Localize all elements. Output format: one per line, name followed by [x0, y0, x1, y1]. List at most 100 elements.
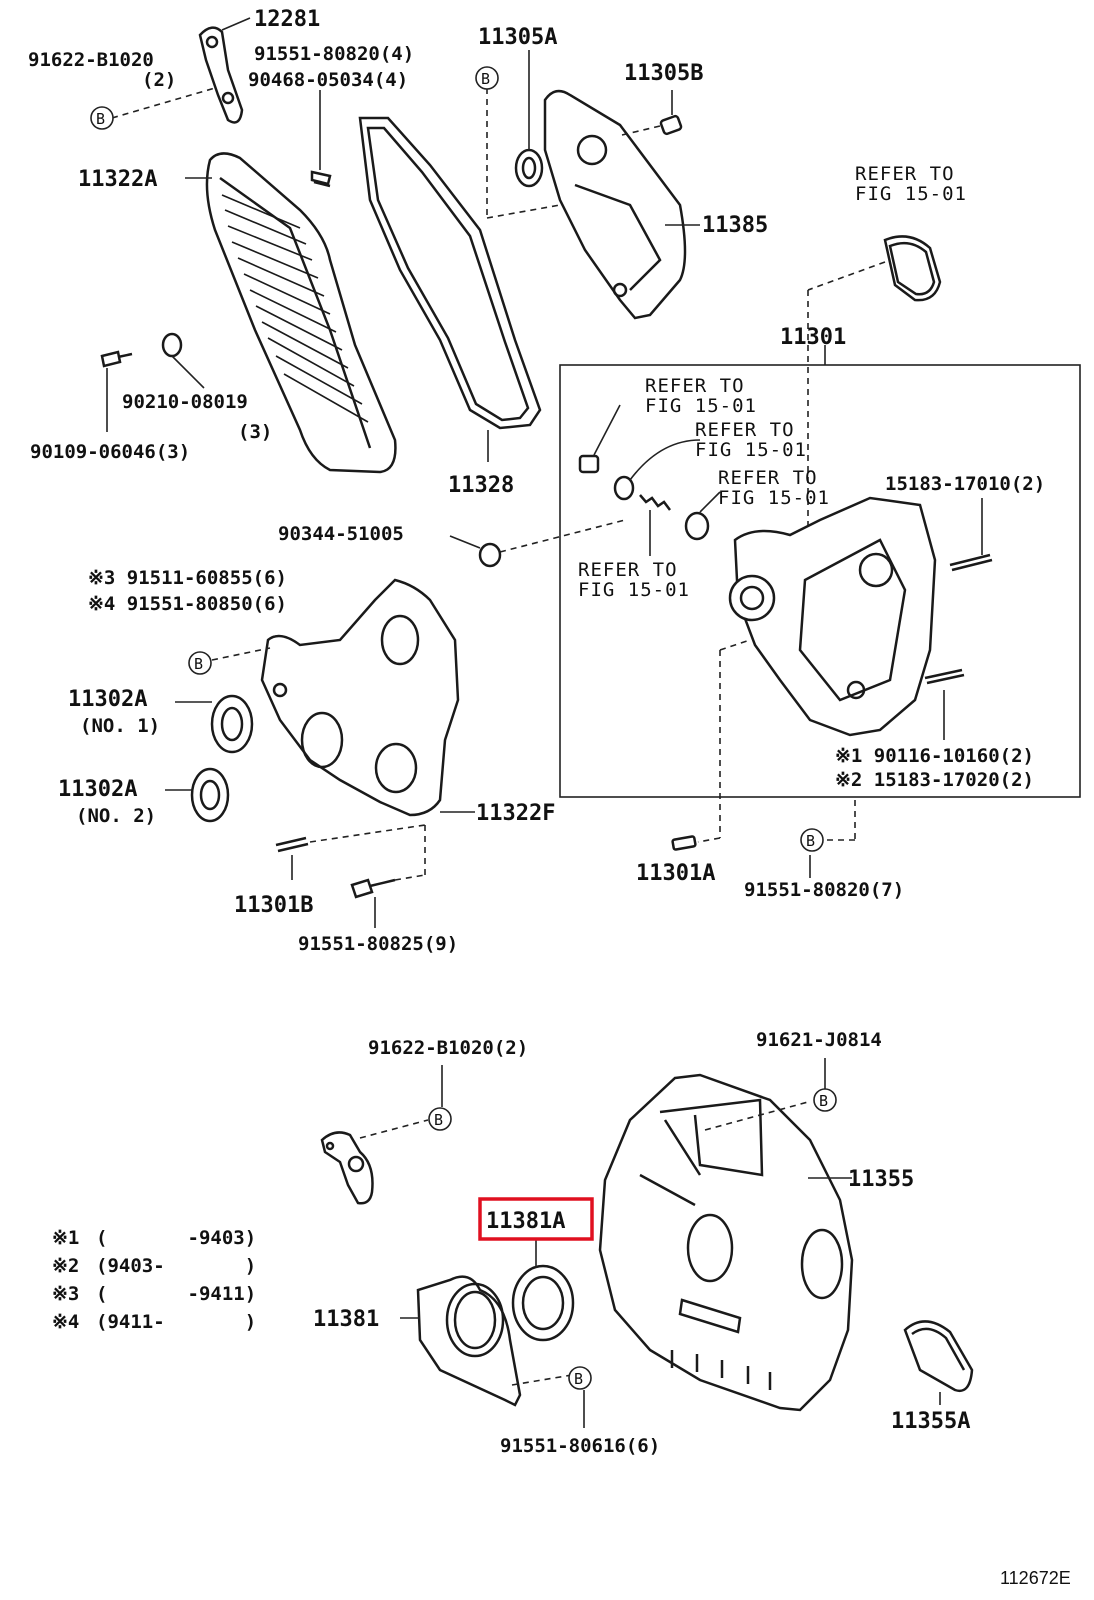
bolt-91551-80825-drawing [350, 878, 396, 899]
spring-90468-drawing [310, 170, 332, 188]
label-11322A: 11322A [78, 167, 157, 192]
label-91551-80820-top: 91551-80820(4) [254, 43, 414, 65]
label-11302A-no2-sub: (NO. 2) [76, 805, 156, 827]
bracket-91622-bottom-drawing [320, 1131, 374, 1205]
stud-90116-drawing [924, 668, 965, 685]
cap-11355A-drawing [903, 1320, 974, 1393]
timing-cover-11322A-drawing [205, 152, 397, 474]
oil-seal-11381A-drawing [511, 1264, 575, 1342]
footnote-legend: ※1 ( -9403) ※2 (9403- ) ※3 ( -9411) ※4 (… [52, 1227, 256, 1333]
washer-ref-b-drawing [613, 475, 635, 501]
valve-ref-d-drawing [684, 511, 710, 541]
label-11305B: 11305B [624, 61, 703, 86]
ref-c-line2: FIG 15-01 [718, 487, 830, 509]
label-91621: 91621-J0814 [756, 1029, 882, 1051]
spring-ref-c-drawing [639, 494, 671, 511]
ref-d-line1: REFER TO [578, 559, 678, 581]
seal-11302A-no1-drawing [210, 694, 254, 754]
b-callout-top-left: B [90, 106, 114, 130]
label-11381A[interactable]: 11381A [486, 1209, 565, 1234]
highlight-box-11381A [478, 1197, 594, 1241]
front-cover-11322F-drawing [260, 578, 460, 817]
plug-90344-drawing [478, 542, 502, 568]
label-11302A-no1: 11302A [68, 687, 147, 712]
label-11381: 11381 [313, 1307, 379, 1332]
footnote-mark-2: ※2 [52, 1255, 79, 1277]
label-91551-80825: 91551-80825(9) [298, 933, 458, 955]
label-11385: 11385 [702, 213, 768, 238]
svg-text:B: B [806, 832, 815, 850]
svg-text:B: B [819, 1092, 828, 1110]
label-11328: 11328 [448, 473, 514, 498]
label-90344: 90344-51005 [278, 523, 404, 545]
b-callout-front-cover: B [188, 651, 212, 675]
label-91551-80820-mid: 91551-80820(7) [744, 879, 904, 901]
label-90468: 90468-05034(4) [248, 69, 408, 91]
seal-11302A-no2-drawing [190, 767, 230, 823]
ref-a-line1: REFER TO [645, 375, 745, 397]
svg-text:B: B [574, 1370, 583, 1388]
pump-cover-11385-drawing [543, 89, 687, 320]
b-callout-top-center: B [475, 66, 499, 90]
bracket-12281-drawing [198, 26, 244, 124]
ref-c-line1: REFER TO [718, 467, 818, 489]
footnote-range-2: (9403- ) [96, 1255, 256, 1277]
b-callout-retainer: B [568, 1366, 592, 1390]
nut-90210-drawing [161, 332, 183, 358]
label-91551-80616: 91551-80616(6) [500, 1435, 660, 1457]
label-15183-17020: ※2 15183-17020(2) [835, 769, 1034, 791]
stud-15183-17010-drawing [949, 553, 993, 572]
ref-top-line1: REFER TO [855, 163, 955, 185]
label-11305A: 11305A [478, 25, 557, 50]
label-11355: 11355 [848, 1167, 914, 1192]
ref-d-line2: FIG 15-01 [578, 579, 690, 601]
footnote-range-3: ( -9411) [96, 1283, 256, 1305]
pin-11305B-drawing [659, 114, 683, 136]
seal-11305A-drawing [514, 148, 544, 188]
svg-text:B: B [434, 1111, 443, 1129]
b-callout-bottom-bracket: B [428, 1107, 452, 1131]
label-11355A: 11355A [891, 1409, 970, 1434]
figure-code: 112672E [1000, 1568, 1071, 1588]
label-91622-top-qty: (2) [142, 69, 176, 91]
ref-a-line2: FIG 15-01 [645, 395, 757, 417]
footnote-mark-1: ※1 [52, 1227, 79, 1249]
footnote-range-1: ( -9403) [96, 1227, 256, 1249]
label-11322F: 11322F [476, 801, 555, 826]
svg-text:B: B [481, 70, 490, 88]
ref-b-line2: FIG 15-01 [695, 439, 807, 461]
label-91622-bottom: 91622-B1020(2) [368, 1037, 528, 1059]
pin-11301A-drawing [671, 835, 697, 851]
label-91551-80850: ※4 91551-80850(6) [88, 593, 287, 615]
b-callout-right: B [800, 828, 824, 852]
label-12281: 12281 [254, 7, 320, 32]
gear-case-11301-drawing [728, 496, 937, 737]
label-11301B: 11301B [234, 893, 313, 918]
label-91622-top: 91622-B1020 [28, 49, 154, 71]
label-15183-17010: 15183-17010(2) [885, 473, 1045, 495]
bolt-90109-drawing [100, 350, 133, 368]
ref-top-line2: FIG 15-01 [855, 183, 967, 205]
svg-text:B: B [96, 110, 105, 128]
footnote-mark-3: ※3 [52, 1283, 79, 1305]
label-90210: 90210-08019 [122, 391, 248, 413]
retainer-11381-drawing [416, 1275, 522, 1407]
pin-11301B-drawing [275, 836, 309, 853]
b-callout-end-plate: B [813, 1088, 837, 1112]
label-91511: ※3 91511-60855(6) [88, 567, 287, 589]
ref-b-line1: REFER TO [695, 419, 795, 441]
plug-ref-a-drawing [578, 454, 600, 474]
footnote-mark-4: ※4 [52, 1311, 79, 1333]
footnote-range-4: (9411- ) [96, 1311, 256, 1333]
label-90109: 90109-06046(3) [30, 441, 190, 463]
svg-text:B: B [194, 655, 203, 673]
end-plate-11355-drawing [598, 1073, 854, 1412]
label-90116: ※1 90116-10160(2) [835, 745, 1034, 767]
gasket-ref-top-drawing [883, 235, 942, 302]
group-frame-11301 [559, 364, 1081, 798]
gasket-11328-drawing [358, 116, 542, 430]
label-90210-qty: (3) [238, 421, 272, 443]
label-11302A-no1-sub: (NO. 1) [80, 715, 160, 737]
label-11301: 11301 [780, 325, 846, 350]
